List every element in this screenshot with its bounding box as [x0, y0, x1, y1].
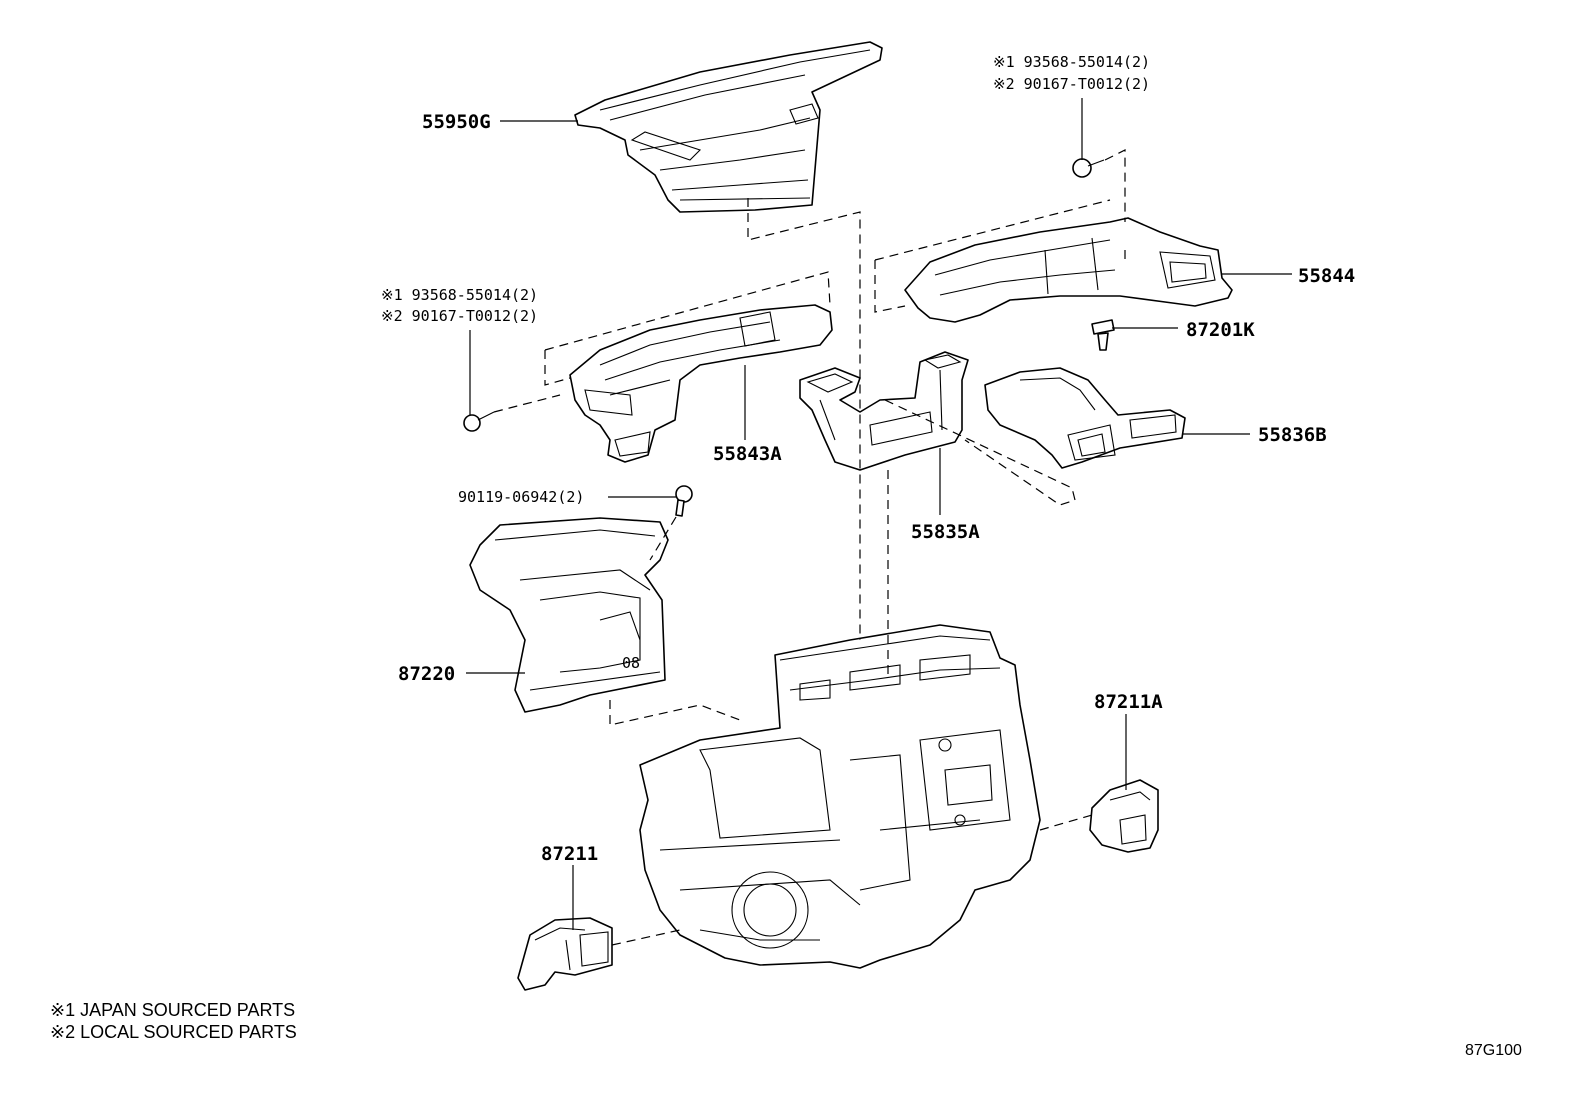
part-87220-drawing: 08: [469, 517, 669, 713]
hvac-unit-drawing: [639, 624, 1041, 969]
leader-lines: [466, 98, 1292, 930]
svg-text:08: 08: [622, 654, 640, 672]
screw-90119-drawing: [675, 485, 693, 517]
part-87211-drawing: [517, 917, 613, 991]
label-87220: 87220: [398, 663, 455, 685]
bolt-left-drawing: [463, 411, 495, 432]
part-55844-drawing: [904, 217, 1233, 323]
part-55836b-drawing: [984, 367, 1186, 469]
fastener-left-line2: ※2 90167-T0012(2): [381, 307, 538, 325]
label-55950g: 55950G: [422, 111, 491, 133]
label-87211a: 87211A: [1094, 691, 1163, 713]
part-55843a-drawing: [569, 304, 833, 463]
assembly-dashed-lines: [493, 149, 1126, 946]
part-55835a-drawing: [799, 351, 969, 471]
figure-code: 87G100: [1465, 1042, 1522, 1059]
label-55843a: 55843A: [713, 443, 782, 465]
label-87201k: 87201K: [1186, 319, 1255, 341]
label-87211: 87211: [541, 843, 598, 865]
fastener-upper-right-line2: ※2 90167-T0012(2): [993, 75, 1150, 93]
fastener-left-line1: ※1 93568-55014(2): [381, 286, 538, 304]
label-55835a: 55835A: [911, 521, 980, 543]
label-55836b: 55836B: [1258, 424, 1327, 446]
label-55844: 55844: [1298, 265, 1355, 287]
fastener-screw-label: 90119-06942(2): [458, 488, 584, 506]
part-55950g-drawing: [574, 41, 883, 213]
part-87201k-drawing: [1091, 319, 1115, 351]
note-local-sourced: ※2 LOCAL SOURCED PARTS: [50, 1022, 297, 1042]
fastener-upper-right-line1: ※1 93568-55014(2): [993, 53, 1150, 71]
bolt-upper-right-drawing: [1072, 158, 1105, 178]
note-japan-sourced: ※1 JAPAN SOURCED PARTS: [50, 1000, 295, 1020]
part-87211a-drawing: [1089, 779, 1159, 853]
